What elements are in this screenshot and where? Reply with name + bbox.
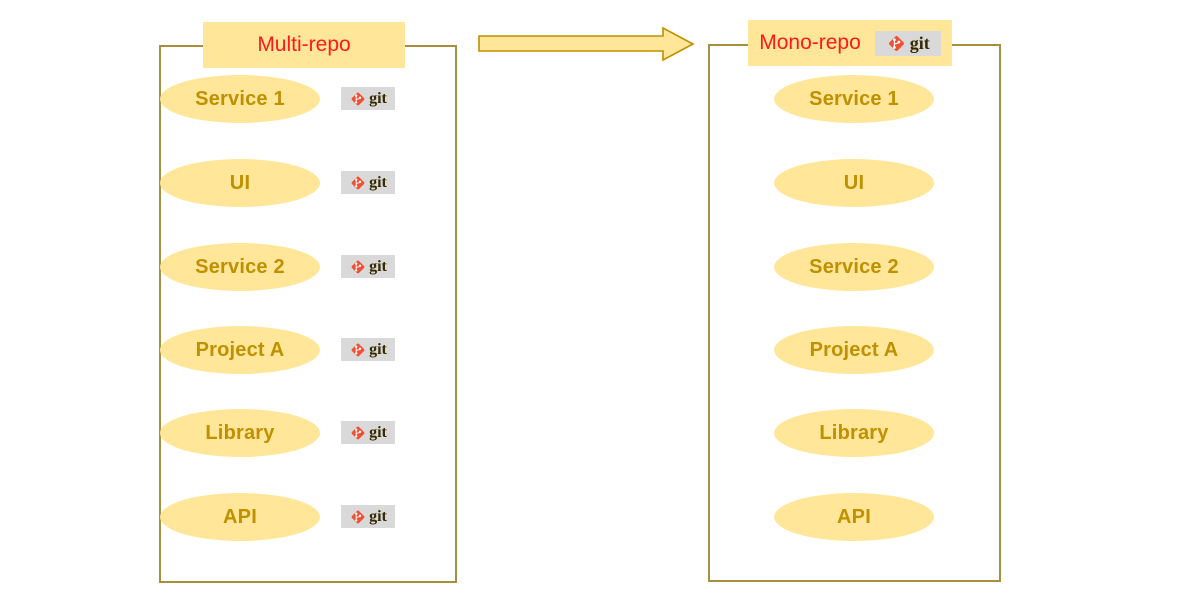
node-label: Project A bbox=[195, 338, 285, 361]
node-label: Service 2 bbox=[195, 255, 285, 278]
node-label: Service 1 bbox=[809, 87, 899, 110]
git-badge: git bbox=[341, 338, 395, 361]
node-ellipse-service1: Service 1 bbox=[774, 75, 934, 123]
node-ellipse-ui: UI bbox=[774, 159, 934, 207]
git-badge: git bbox=[874, 30, 941, 56]
git-logo-icon bbox=[349, 508, 367, 526]
git-logo-icon bbox=[349, 341, 367, 359]
node-label: API bbox=[223, 505, 257, 528]
git-logo-icon bbox=[349, 90, 367, 108]
git-logo-icon bbox=[349, 174, 367, 192]
node-ellipse-library: Library bbox=[774, 409, 934, 457]
git-badge-label: git bbox=[909, 33, 930, 53]
multi-repo-title: Multi-repo bbox=[257, 33, 351, 56]
node-label: API bbox=[837, 505, 871, 528]
git-badge: git bbox=[341, 87, 395, 110]
node-label: Library bbox=[819, 421, 889, 444]
git-logo-icon bbox=[886, 33, 907, 54]
node-ellipse-service2: Service 2 bbox=[774, 243, 934, 291]
node-ellipse-library: Library bbox=[160, 409, 320, 457]
git-badge-label: git bbox=[369, 257, 387, 275]
node-ellipse-service2: Service 2 bbox=[160, 243, 320, 291]
node-ellipse-projecta: Project A bbox=[160, 326, 320, 374]
git-logo-icon bbox=[349, 258, 367, 276]
node-label: Library bbox=[205, 421, 275, 444]
git-logo-icon bbox=[349, 424, 367, 442]
git-badge-label: git bbox=[369, 340, 387, 358]
node-ellipse-ui: UI bbox=[160, 159, 320, 207]
node-ellipse-api: API bbox=[774, 493, 934, 541]
git-badge-label: git bbox=[369, 89, 387, 107]
node-label: Service 1 bbox=[195, 87, 285, 110]
node-label: UI bbox=[843, 171, 865, 194]
git-badge: git bbox=[341, 505, 395, 528]
git-badge: git bbox=[341, 171, 395, 194]
git-badge: git bbox=[341, 421, 395, 444]
git-badge-label: git bbox=[369, 507, 387, 525]
node-ellipse-projecta: Project A bbox=[774, 326, 934, 374]
node-label: UI bbox=[229, 171, 251, 194]
multi-repo-banner: Multi-repo bbox=[203, 22, 405, 68]
git-badge-label: git bbox=[369, 173, 387, 191]
mono-repo-title: Mono-repo bbox=[759, 31, 861, 54]
node-label: Project A bbox=[809, 338, 899, 361]
node-ellipse-service1: Service 1 bbox=[160, 75, 320, 123]
node-label: Service 2 bbox=[809, 255, 899, 278]
mono-repo-banner: Mono-repo git bbox=[748, 20, 952, 66]
git-badge-label: git bbox=[369, 423, 387, 441]
git-badge: git bbox=[341, 255, 395, 278]
node-ellipse-api: API bbox=[160, 493, 320, 541]
transition-arrow-icon bbox=[478, 26, 695, 62]
